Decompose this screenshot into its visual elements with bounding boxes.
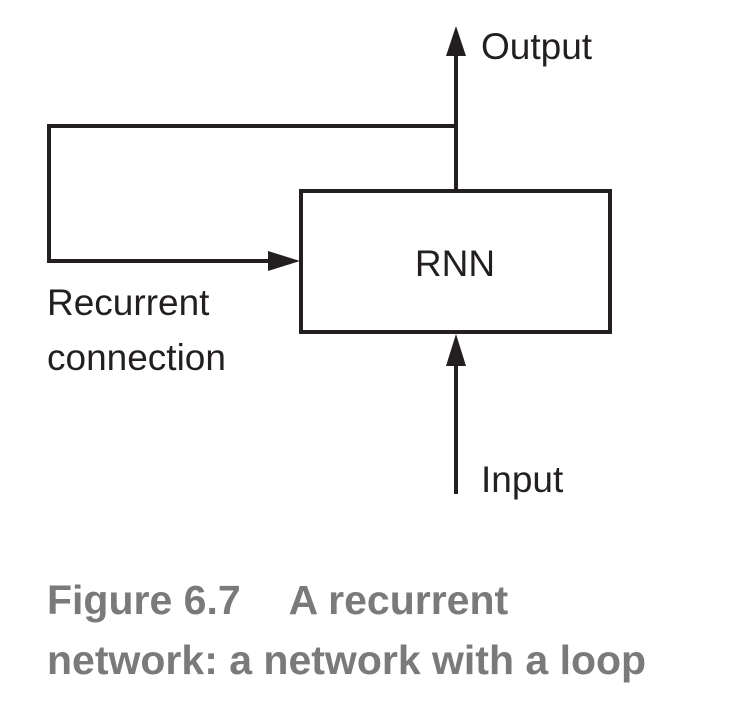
recurrent-label-line1: Recurrent: [47, 282, 210, 323]
input-label: Input: [481, 459, 564, 500]
recurrent-loop-edge: [47, 124, 456, 263]
rnn-node-label: RNN: [415, 243, 495, 284]
output-label: Output: [481, 26, 593, 67]
output-arrowhead: [446, 26, 466, 56]
caption-line-2: network: a network with a loop: [47, 630, 727, 690]
recurrent-arrowhead: [268, 251, 300, 271]
caption-title-part1: A recurrent: [288, 577, 509, 623]
input-arrowhead: [446, 334, 466, 366]
rnn-node: [299, 189, 612, 334]
recurrent-label-line2: connection: [47, 337, 226, 378]
caption-line-1: Figure 6.7 A recurrent: [47, 570, 727, 630]
figure-caption: Figure 6.7 A recurrent network: a network…: [47, 570, 727, 690]
figure-number: Figure 6.7: [47, 577, 241, 623]
caption-title-part2: network: a network with a loop: [47, 637, 647, 683]
